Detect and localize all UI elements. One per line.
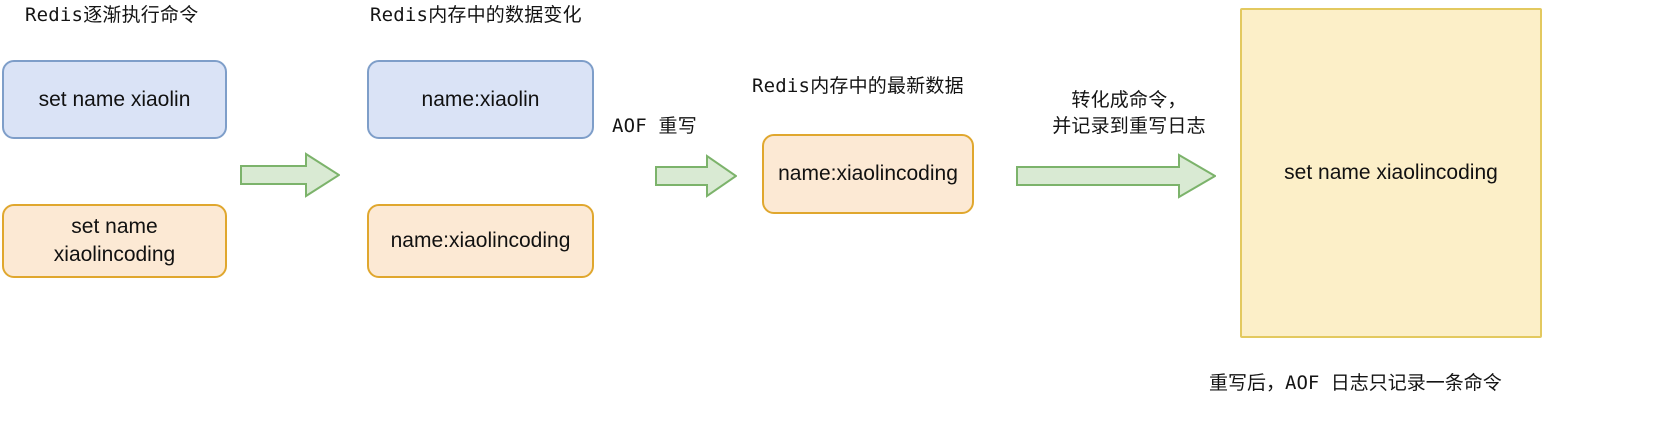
aof-rewrite-label: AOF 重写 (612, 115, 697, 137)
convert-label-line1: 转化成命令， (1071, 89, 1187, 111)
flow-arrow-2-aof-rewrite (655, 154, 737, 198)
column2-header: Redis内存中的数据变化 (370, 4, 582, 26)
command-box-set-name-xiaolin: set name xiaolin (2, 60, 227, 139)
command-box-set-name-xiaolincoding: set name xiaolincoding (2, 204, 227, 278)
memory-box-name-xiaolin: name:xiaolin (367, 60, 594, 139)
latest-memory-box-name-xiaolincoding: name:xiaolincoding (762, 134, 974, 214)
flow-arrow-1 (240, 152, 340, 198)
aof-log-caption: 重写后，AOF 日志只记录一条命令 (1209, 372, 1502, 394)
column3-header: Redis内存中的最新数据 (752, 75, 964, 97)
convert-label-line2: 并记录到重写日志 (1052, 114, 1206, 137)
memory-box-name-xiaolincoding: name:xiaolincoding (367, 204, 594, 278)
aof-rewrite-log-panel: set name xiaolincoding (1240, 8, 1542, 338)
flow-arrow-3-record-to-rewrite-log (1016, 153, 1216, 199)
column1-header: Redis逐渐执行命令 (25, 4, 199, 26)
convert-to-command-label: 转化成命令， 并记录到重写日志 (1034, 88, 1224, 139)
